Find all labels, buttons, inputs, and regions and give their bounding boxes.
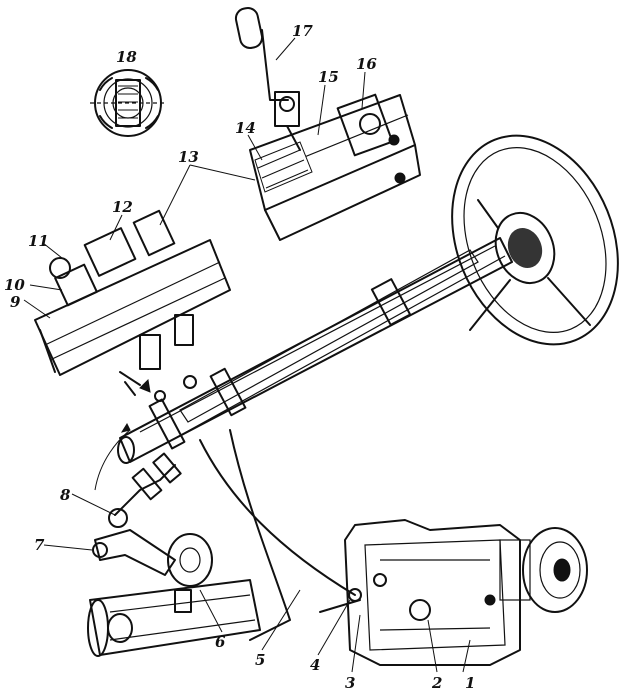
steering-wheel [451,134,619,346]
leader-lines [23,37,471,673]
callout-17: 17 [292,22,313,40]
callout-9: 9 [10,293,21,311]
callout-8: 8 [60,486,71,504]
callout-5: 5 [255,651,265,669]
callout-18: 18 [116,48,137,66]
gearbox [344,519,588,666]
callout-10: 10 [4,276,25,294]
callout-1: 1 [465,674,475,692]
lever-detail [234,7,421,241]
callout-4: 4 [310,656,320,674]
callout-14: 14 [235,119,256,137]
callout-3: 3 [345,674,355,692]
callout-11: 11 [28,232,49,250]
callout-2: 2 [431,674,442,692]
lower-linkage [87,422,261,657]
callout-12: 12 [112,198,133,216]
steering-column [117,237,513,464]
selector-detail [34,209,231,396]
callout-16: 16 [356,55,377,73]
callout-7: 7 [34,536,45,554]
shift-rods [199,429,362,641]
callout-labels: 1 2 3 4 5 6 7 8 9 10 11 12 13 14 15 16 1… [4,22,475,692]
callout-13: 13 [178,148,199,166]
cross-section-detail [90,69,166,137]
callout-15: 15 [318,68,339,86]
callout-6: 6 [215,633,226,651]
